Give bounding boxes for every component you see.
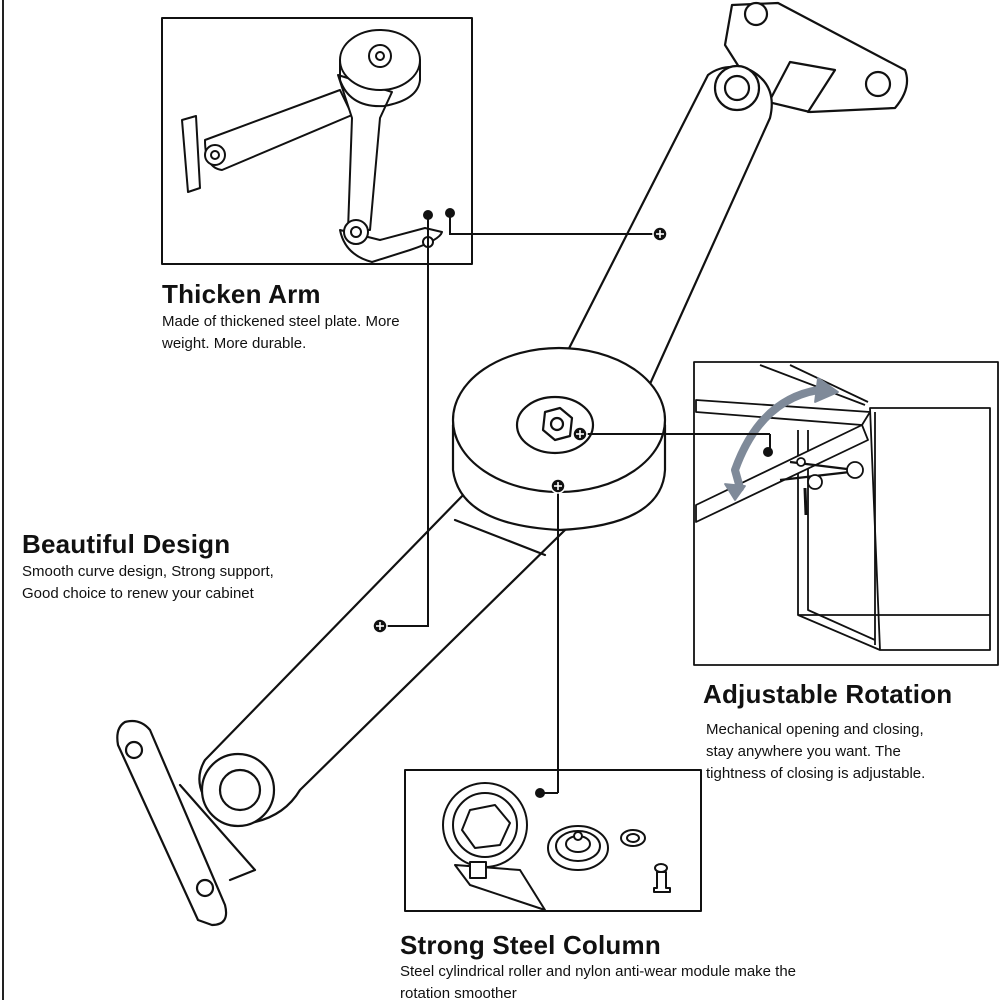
callout-dot <box>763 447 773 457</box>
inset-long-arm <box>337 74 393 231</box>
rotation-arrow <box>731 386 822 492</box>
lower-pivot-ring-inner <box>218 768 262 812</box>
callout-dot <box>445 208 455 218</box>
beautiful-design-title: Beautiful Design <box>22 529 231 559</box>
thicken-arm-title: Thicken Arm <box>162 279 321 309</box>
description-line: Mechanical opening and closing, <box>706 721 924 738</box>
callout-dot <box>535 788 545 798</box>
description-line: rotation smoother <box>400 985 517 1002</box>
top-mounting-plate <box>723 1 909 114</box>
upper-pivot-hole <box>723 74 751 102</box>
lower-plate-hole <box>195 878 215 898</box>
callout-lines <box>380 215 771 794</box>
inset-strong-steel-column <box>404 769 702 912</box>
description-line: stay anywhere you want. The <box>706 743 901 760</box>
strong-steel-column-description: Steel cylindrical roller and nylon anti-… <box>400 961 796 1005</box>
inset-short-arm <box>204 89 353 171</box>
hex-bolt <box>541 406 574 442</box>
description-line: weight. More durable. <box>162 335 307 352</box>
rotation-arrow-head <box>814 377 839 403</box>
column-hex-socket <box>461 804 511 849</box>
callout-markers <box>372 208 773 798</box>
description-line: Smooth curve design, Strong support, <box>22 563 274 580</box>
strong-steel-column-title: Strong Steel Column <box>400 930 661 960</box>
callout-dot <box>423 210 433 220</box>
top-plate-hole <box>743 1 769 27</box>
top-plate-hole <box>864 70 892 98</box>
main-hinge-illustration <box>116 1 909 927</box>
adjustable-rotation-title: Adjustable Rotation <box>703 679 953 709</box>
description-line: Steel cylindrical roller and nylon anti-… <box>400 963 797 980</box>
description-line: tightness of closing is adjustable. <box>706 765 926 782</box>
description-line: Made of thickened steel plate. More <box>162 313 400 330</box>
inset-thicken-arm <box>161 17 473 265</box>
beautiful-design-description: Smooth curve design, Strong support, Goo… <box>22 561 274 605</box>
rotation-arrow-tail <box>724 483 746 501</box>
adjustable-rotation-description: Mechanical opening and closing, stay any… <box>706 719 925 785</box>
description-line: Good choice to renew your cabinet <box>22 585 254 602</box>
lower-plate-hole <box>124 740 144 760</box>
lower-mounting-plate <box>116 719 228 927</box>
thicken-arm-description: Made of thickened steel plate. More weig… <box>162 311 400 355</box>
inset-adjustable-rotation <box>693 361 999 666</box>
